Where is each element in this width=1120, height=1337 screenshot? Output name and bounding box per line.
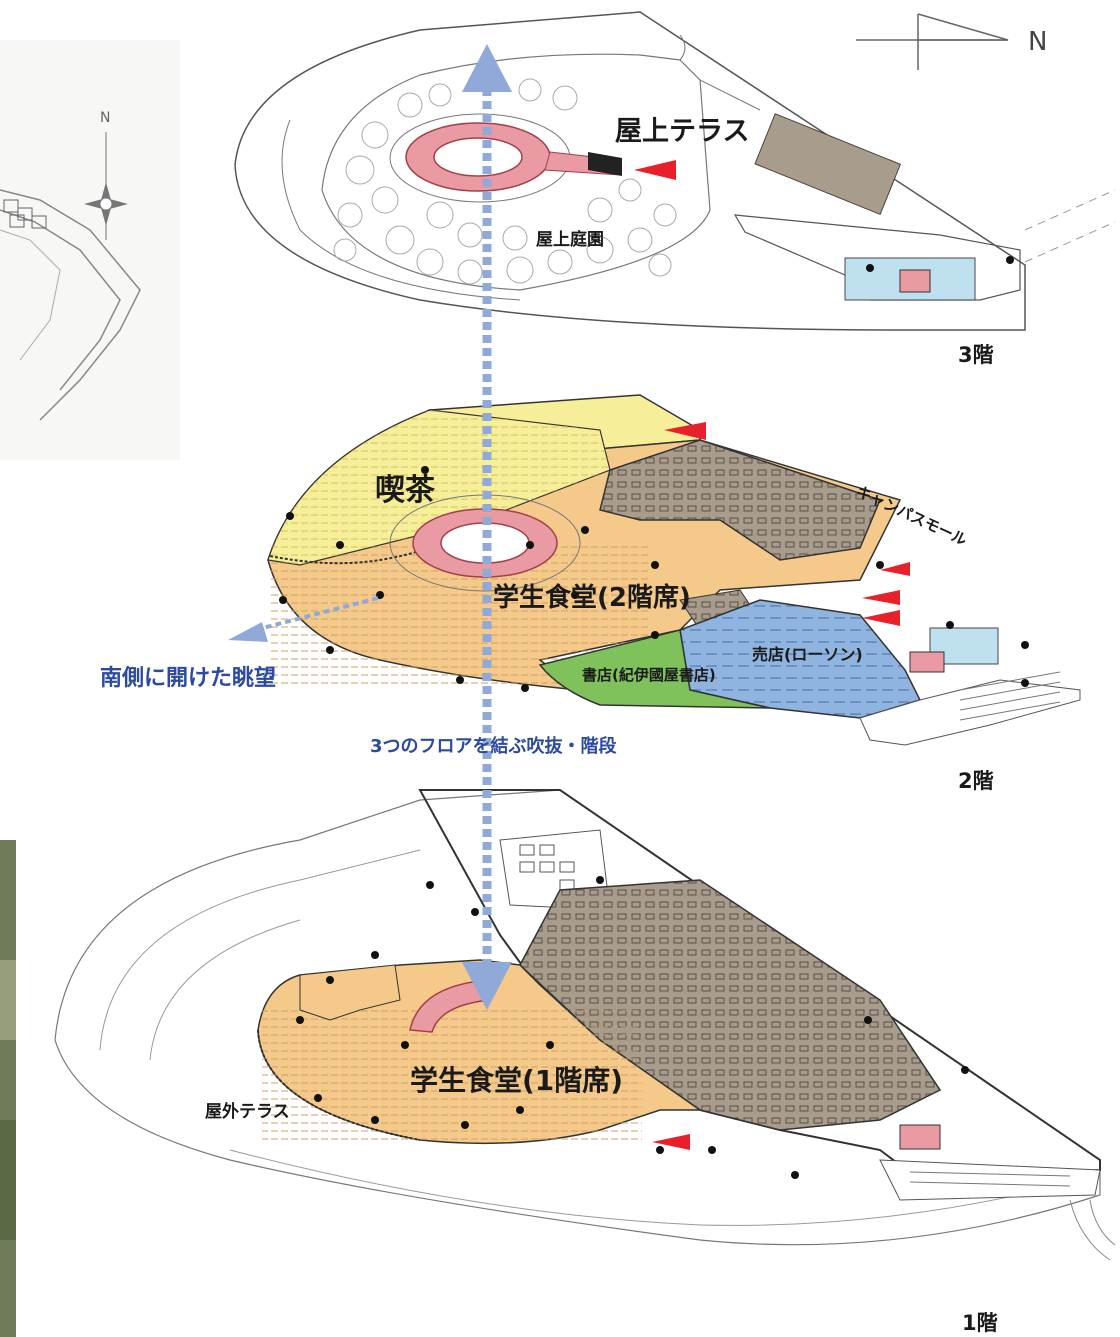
site-map-compass: N bbox=[84, 110, 128, 240]
floor-3-plan: 屋上テラス 屋上庭園 3階 bbox=[234, 11, 1116, 367]
arrow-up-icon bbox=[462, 44, 512, 92]
floor-3-stair-ring bbox=[389, 113, 622, 203]
north-label: N bbox=[1028, 27, 1047, 57]
atrium-label: 3つのフロアを結ぶ吹抜・階段 bbox=[370, 735, 618, 757]
cafe-label: 喫茶 bbox=[375, 473, 436, 508]
site-map-north-label: N bbox=[100, 110, 110, 126]
outdoor-terrace-label: 屋外テラス bbox=[205, 1101, 290, 1122]
floor-1-label: 1階 bbox=[962, 1311, 998, 1335]
floor-3-label: 3階 bbox=[958, 343, 994, 367]
rooftop-terrace-label: 屋上テラス bbox=[615, 116, 749, 147]
floor-2-kitchen-area bbox=[599, 439, 882, 561]
floor-2-cafeteria-label: 学生食堂(2階席) bbox=[493, 582, 691, 613]
floor-2-entry-marker-mall bbox=[880, 562, 910, 576]
floor-2-entry-marker-top bbox=[664, 422, 706, 440]
side-photo-strip bbox=[0, 840, 16, 1337]
floor-2-bookstore-area bbox=[538, 629, 771, 709]
floor-3-core-block bbox=[754, 113, 902, 216]
floor-2-entry-marker-right bbox=[862, 590, 900, 605]
floor-1-cafeteria-label: 学生食堂(1階席) bbox=[410, 1064, 623, 1097]
north-compass: N bbox=[856, 13, 1047, 70]
shop-label: 売店(ローソン) bbox=[752, 645, 863, 664]
floor-2-entry-marker-right-2 bbox=[862, 610, 900, 626]
view-label: 南側に開けた眺望 bbox=[100, 666, 276, 691]
bookstore-label: 書店(紀伊國屋書店) bbox=[582, 666, 716, 684]
view-arrow: 南側に開けた眺望 bbox=[100, 596, 379, 691]
floor-3-entry-marker bbox=[634, 160, 676, 180]
floor-2-plan: 喫茶 学生食堂(2階席) 売店(ローソン) 書店(紀伊國屋書店) キャンパスモー… bbox=[267, 394, 1081, 793]
arrow-down-icon bbox=[462, 962, 512, 1010]
site-map bbox=[0, 40, 180, 460]
rooftop-garden-label: 屋上庭園 bbox=[536, 229, 604, 250]
atrium-connection-arrow bbox=[462, 44, 512, 1010]
floor-1-entry-marker bbox=[652, 1134, 690, 1150]
floor-1-plan: 学生食堂(1階席) 屋外テラス 1階 bbox=[54, 789, 1116, 1335]
floor-2-label: 2階 bbox=[958, 769, 994, 793]
